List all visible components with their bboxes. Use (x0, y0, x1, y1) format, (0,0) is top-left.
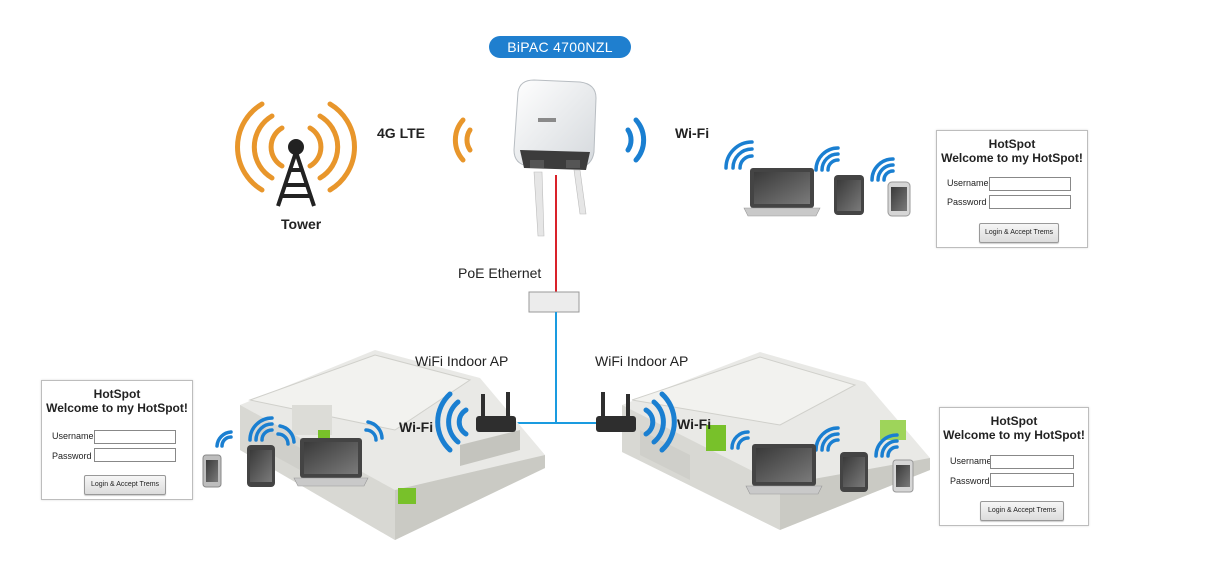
password-label: Password (947, 197, 987, 207)
poe-label: PoE Ethernet (458, 265, 542, 281)
device-name-badge: BiPAC 4700NZL (489, 36, 631, 58)
phone-icon (887, 181, 911, 217)
username-input[interactable] (990, 455, 1074, 469)
indoor-ap-icon (476, 392, 516, 432)
hotspot-title: HotSpot (988, 137, 1036, 151)
password-input[interactable] (989, 195, 1071, 209)
hotspot-login-panel: HotSpot Welcome to my HotSpot! Username … (936, 130, 1088, 248)
login-accept-button[interactable]: Login & Accept Trems (84, 475, 166, 495)
username-label: Username (950, 456, 992, 466)
tablet-icon (834, 175, 864, 215)
top-right-devices (724, 140, 911, 217)
laptop-icon (743, 168, 821, 217)
username-input[interactable] (94, 430, 176, 444)
username-label: Username (947, 178, 989, 188)
password-label: Password (52, 451, 92, 461)
hotspot-welcome: Welcome to my HotSpot! (941, 151, 1083, 165)
hotspot-login-panel: HotSpot Welcome to my HotSpot! Username … (41, 380, 193, 500)
indoor-ap-left-label: WiFi Indoor AP (415, 353, 509, 369)
tablet-icon (840, 452, 868, 492)
left-devices (202, 416, 384, 488)
username-input[interactable] (989, 177, 1071, 191)
laptop-icon (293, 438, 369, 487)
wifi-signal-icon (625, 117, 647, 163)
password-input[interactable] (990, 473, 1074, 487)
phone-icon (202, 454, 222, 488)
username-label: Username (52, 431, 94, 441)
tablet-icon (247, 445, 275, 487)
laptop-icon (745, 444, 823, 495)
indoor-ap-icon (596, 392, 636, 432)
right-devices (730, 426, 914, 495)
password-label: Password (950, 476, 990, 486)
password-input[interactable] (94, 448, 176, 462)
hotspot-title: HotSpot (990, 414, 1038, 428)
router-icon (513, 79, 597, 237)
hotspot-title: HotSpot (93, 387, 141, 401)
wifi-label-right: Wi-Fi (677, 416, 712, 432)
wifi-signal-icon (435, 391, 469, 453)
building-icon (240, 350, 545, 540)
wifi-label: Wi-Fi (675, 125, 710, 141)
indoor-ap-right-label: WiFi Indoor AP (595, 353, 689, 369)
phone-icon (892, 459, 914, 493)
wifi-label-left: Wi-Fi (399, 419, 434, 435)
tower-mast (276, 139, 316, 207)
login-accept-button[interactable]: Login & Accept Trems (979, 223, 1059, 243)
wifi-signal-icon (643, 391, 677, 453)
hotspot-welcome: Welcome to my HotSpot! (46, 401, 188, 415)
poe-injector (528, 291, 580, 313)
login-accept-button[interactable]: Login & Accept Trems (980, 501, 1064, 521)
cell-tower-icon (235, 101, 357, 193)
hotspot-login-panel: HotSpot Welcome to my HotSpot! Username … (939, 407, 1089, 526)
lte-signal-icon (452, 117, 473, 163)
lte-label: 4G LTE (377, 125, 425, 141)
hotspot-welcome: Welcome to my HotSpot! (943, 428, 1085, 442)
tower-label: Tower (281, 216, 322, 232)
